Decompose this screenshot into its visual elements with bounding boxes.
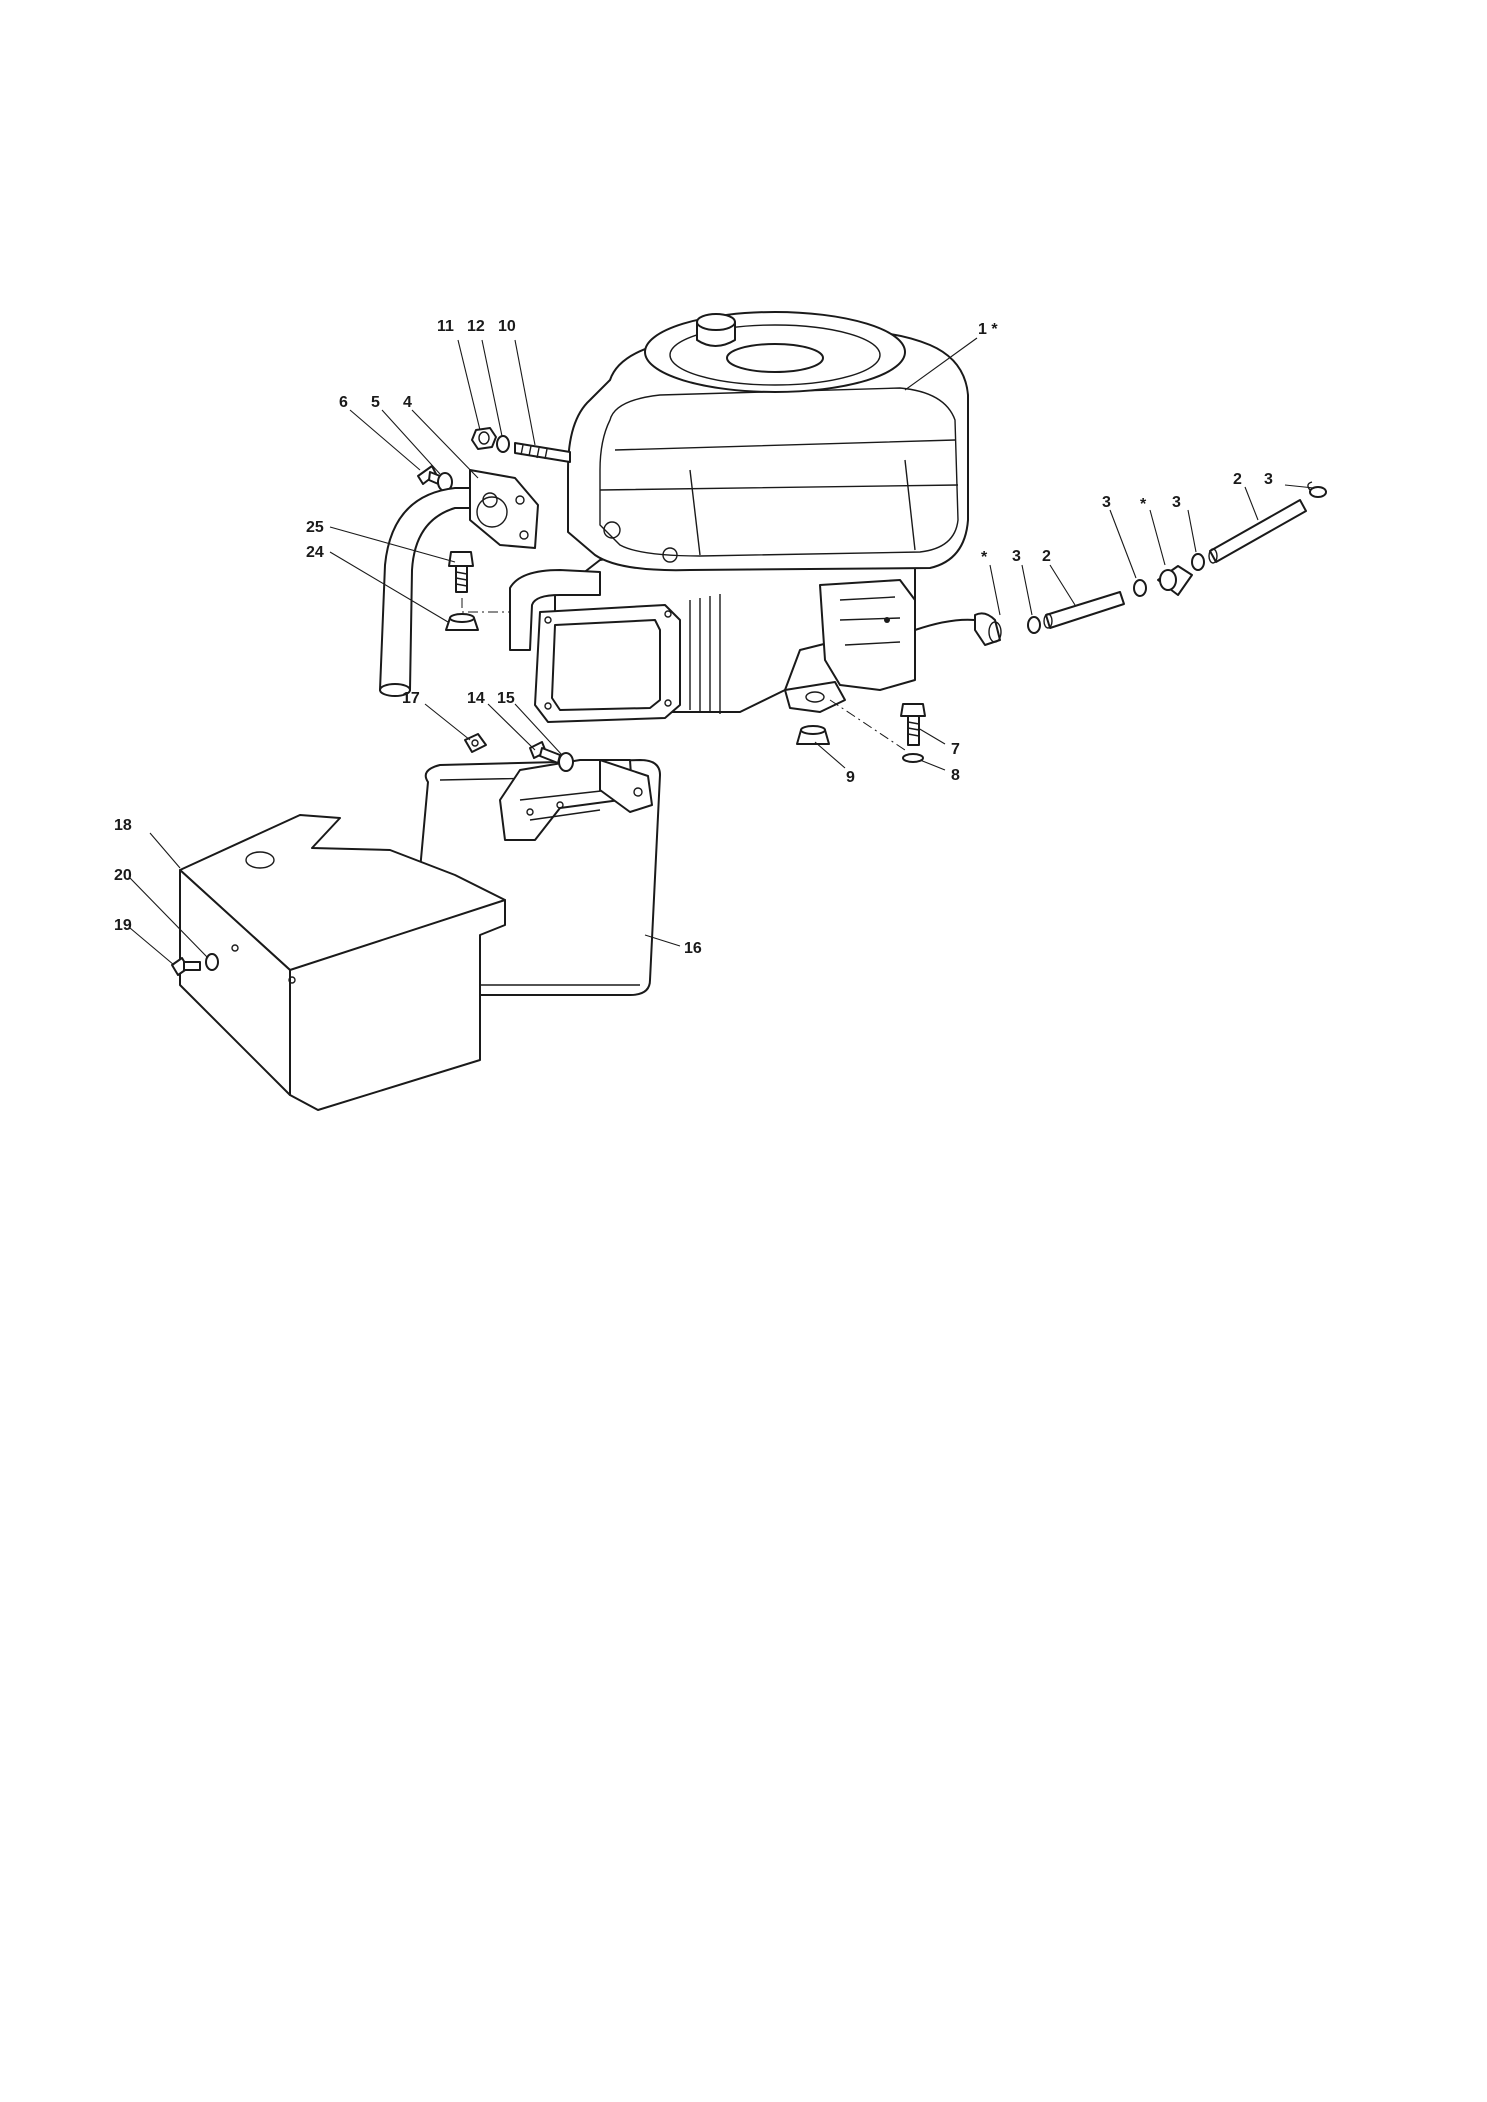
leader-lines [129,337,1315,966]
washer [558,752,574,772]
nut [445,613,479,631]
callout-4: 4 [403,394,412,411]
callout-3: 3 [1102,494,1111,511]
callout-2: 2 [1042,548,1051,565]
heat-shield [179,814,506,1111]
hose-clamp [1191,553,1205,571]
callout-3: 3 [1012,548,1021,565]
bolt [448,551,474,593]
callout-11: 11 [437,318,454,335]
callout-5: 5 [371,394,380,411]
exhaust-pipe [379,469,539,697]
callout-7: 7 [951,741,960,758]
washer [496,435,510,453]
fuel-hose [1209,499,1307,563]
callout-8: 8 [951,767,960,784]
callout-6: 6 [339,394,348,411]
washer [902,753,924,763]
bolt [900,703,926,746]
clip-nut [464,733,487,753]
callout-24: 24 [306,544,324,561]
washer [205,953,219,971]
hose-clamp [1133,579,1147,597]
callout-1: 1 * [978,321,998,338]
callout-17: 17 [402,690,420,707]
callout-3: 3 [1264,471,1273,488]
callout-2: 2 [1233,471,1242,488]
callout-3: 3 [1172,494,1181,511]
nut [471,427,497,450]
callout-labels: 1 * 2 3 3 * 3 * 3 2 11 12 10 6 5 4 25 24… [114,318,1273,957]
callout-14: 14 [467,690,485,707]
screw [171,957,201,976]
callout-18: 18 [114,817,132,834]
fuel-filter [1157,565,1193,596]
callout-16: 16 [684,940,702,957]
hose-clamp [1307,481,1327,498]
fuel-valve [974,612,1002,646]
hose-clamp [1027,616,1041,634]
callout-9: 9 [846,769,855,786]
callout-25: 25 [306,519,324,536]
fuel-hose [1045,591,1125,629]
stud [514,442,571,463]
callout-star: * [1140,496,1147,513]
callout-19: 19 [114,917,132,934]
callout-star: * [981,549,988,566]
callout-12: 12 [467,318,485,335]
callout-15: 15 [497,690,515,707]
callout-10: 10 [498,318,516,335]
nut [796,725,830,745]
callout-20: 20 [114,867,132,884]
screw [529,741,561,764]
engine [509,311,976,723]
